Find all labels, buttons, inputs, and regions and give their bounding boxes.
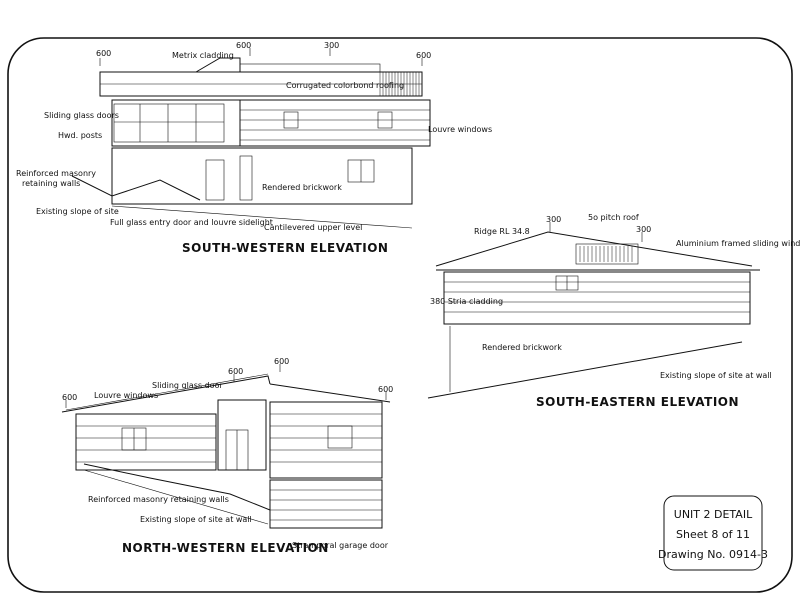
sw-label-cantilevered: Cantilevered upper level bbox=[264, 223, 362, 232]
title-block-line1: UNIT 2 DETAIL bbox=[674, 508, 753, 521]
sw-dim-3: 300 bbox=[324, 41, 339, 50]
se-label-stria: 380 Stria cladding bbox=[430, 297, 503, 306]
north-western-elevation: 600 600 600 600 Louvre windows Sliding g… bbox=[61, 357, 393, 555]
sw-label-entry: Full glass entry door and louvre sidelig… bbox=[110, 218, 273, 227]
sw-title: SOUTH-WESTERN ELEVATION bbox=[182, 241, 388, 255]
nw-dim-2: 600 bbox=[228, 367, 243, 376]
nw-dim-3: 600 bbox=[274, 357, 289, 366]
nw-label-sliding: Sliding glass door bbox=[152, 381, 223, 390]
sw-dim-2: 600 bbox=[236, 41, 251, 50]
nw-label-garage: Stramporal garage door bbox=[292, 541, 389, 550]
nw-label-louvre: Louvre windows bbox=[94, 391, 158, 400]
se-dim-1: 300 bbox=[546, 215, 561, 224]
sw-dim-1: 600 bbox=[96, 49, 111, 58]
se-label-slope: Existing slope of site at wall bbox=[660, 371, 772, 380]
nw-title: NORTH-WESTERN ELEVATION bbox=[122, 541, 329, 555]
sw-label-slope: Existing slope of site bbox=[36, 207, 119, 216]
south-eastern-elevation: 300 300 Ridge RL 34.8 5o pitch roof Alum… bbox=[427, 213, 800, 409]
sw-label-louvre: Louvre windows bbox=[428, 125, 492, 134]
se-dim-2: 300 bbox=[636, 225, 651, 234]
sw-dim-4: 600 bbox=[416, 51, 431, 60]
nw-label-masonry: Reinforced masonry retaining walls bbox=[88, 495, 229, 504]
sw-label-hwd-posts: Hwd. posts bbox=[58, 131, 102, 140]
se-label-pitch: 5o pitch roof bbox=[588, 213, 639, 222]
sw-label-metrix: Metrix cladding bbox=[172, 51, 234, 60]
nw-label-slope: Existing slope of site at wall bbox=[140, 515, 252, 524]
sw-label-corrugated: Corrugated colorbond roofing bbox=[286, 81, 404, 90]
title-block: UNIT 2 DETAIL Sheet 8 of 11 Drawing No. … bbox=[658, 495, 768, 571]
sheet-border bbox=[7, 37, 793, 593]
sw-label-masonry: Reinforced masonry bbox=[16, 169, 96, 178]
se-title: SOUTH-EASTERN ELEVATION bbox=[536, 395, 739, 409]
title-block-line3: Drawing No. 0914-3 bbox=[658, 548, 768, 561]
nw-dim-1: 600 bbox=[62, 393, 77, 402]
se-label-aluminium: Aluminium framed sliding windows bbox=[676, 239, 800, 248]
sw-label-sliding-glass: Sliding glass doors bbox=[44, 111, 119, 120]
sw-label-rendered: Rendered brickwork bbox=[262, 183, 342, 192]
se-label-ridge: Ridge RL 34.8 bbox=[474, 227, 530, 236]
nw-dim-4: 600 bbox=[378, 385, 393, 394]
sw-label-retaining: retaining walls bbox=[22, 179, 80, 188]
title-block-line2: Sheet 8 of 11 bbox=[676, 528, 750, 541]
se-label-rendered: Rendered brickwork bbox=[482, 343, 562, 352]
south-western-elevation: 600 600 300 600 Metrix cladding Corrugat… bbox=[16, 41, 492, 255]
